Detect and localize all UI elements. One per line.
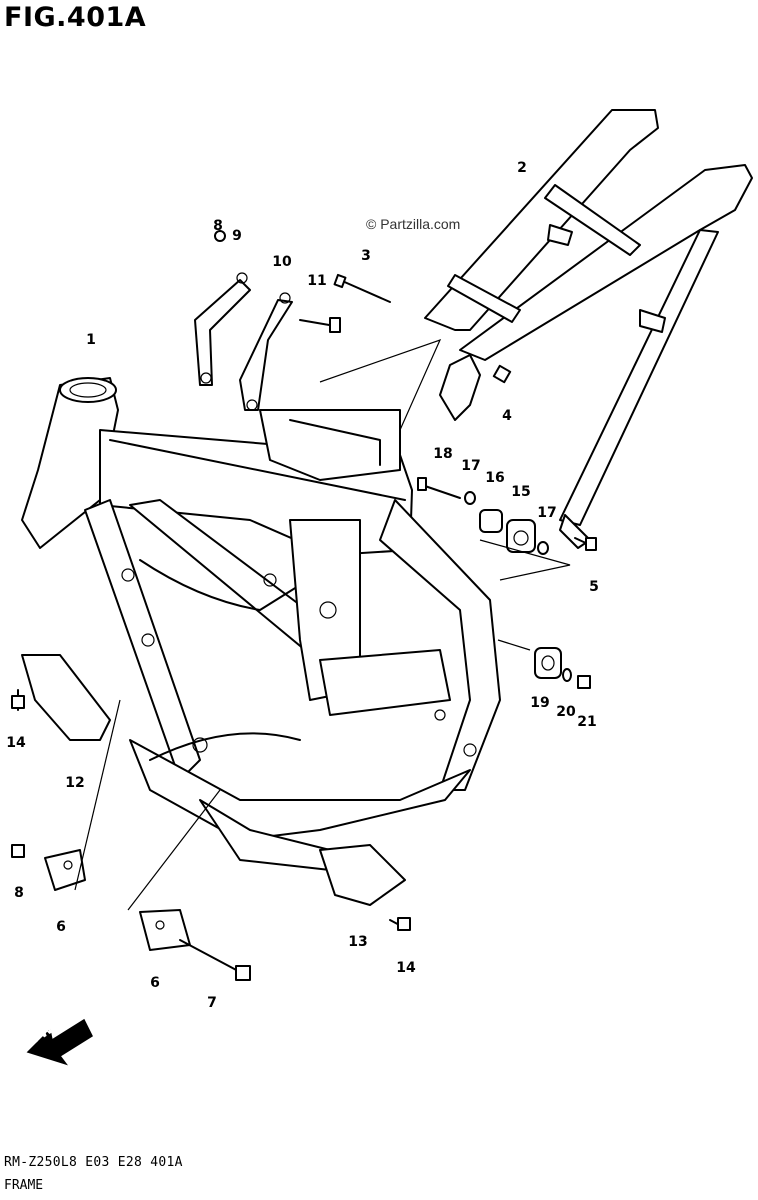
callout-8-bottom: 8 — [14, 885, 24, 901]
lower-parts — [11, 654, 411, 981]
rear-subframe — [424, 109, 753, 549]
rear-mount-set — [417, 477, 597, 555]
callout-6-left: 6 — [56, 919, 66, 935]
callout-18: 18 — [433, 446, 453, 462]
callout-19: 19 — [530, 695, 550, 711]
callout-17-right: 17 — [537, 505, 557, 521]
callout-14-left: 14 — [6, 735, 26, 751]
engine-brackets — [194, 230, 293, 411]
reference-lines — [74, 338, 571, 911]
callout-16: 16 — [485, 470, 505, 486]
callout-6-right: 6 — [150, 975, 160, 991]
callout-20: 20 — [556, 704, 576, 720]
main-frame — [21, 377, 501, 871]
engine-mount-set — [534, 647, 591, 689]
callout-21: 21 — [577, 714, 597, 730]
callout-12: 12 — [65, 775, 85, 791]
fwd-arrow-icon — [26, 1018, 93, 1066]
callout-15: 15 — [511, 484, 531, 500]
callout-7: 7 — [207, 995, 217, 1011]
callout-2: 2 — [517, 160, 527, 176]
callout-13: 13 — [348, 934, 368, 950]
callout-1: 1 — [86, 332, 96, 348]
callout-8-top: 8 — [213, 218, 223, 234]
callout-3: 3 — [361, 248, 371, 264]
callout-17-left: 17 — [461, 458, 481, 474]
figure-title: FIG.401A — [4, 2, 147, 33]
callout-5: 5 — [589, 579, 599, 595]
watermark-text: © Partzilla.com — [366, 216, 461, 232]
callout-11: 11 — [307, 273, 327, 289]
footer-model-code: RM-Z250L8 E03 E28 401A — [4, 1155, 183, 1170]
callout-4: 4 — [502, 408, 512, 424]
callout-10: 10 — [272, 254, 292, 270]
callout-9: 9 — [232, 228, 242, 244]
footer-section-name: FRAME — [4, 1178, 44, 1193]
callout-14-right: 14 — [396, 960, 416, 976]
upper-bolts — [299, 273, 512, 384]
